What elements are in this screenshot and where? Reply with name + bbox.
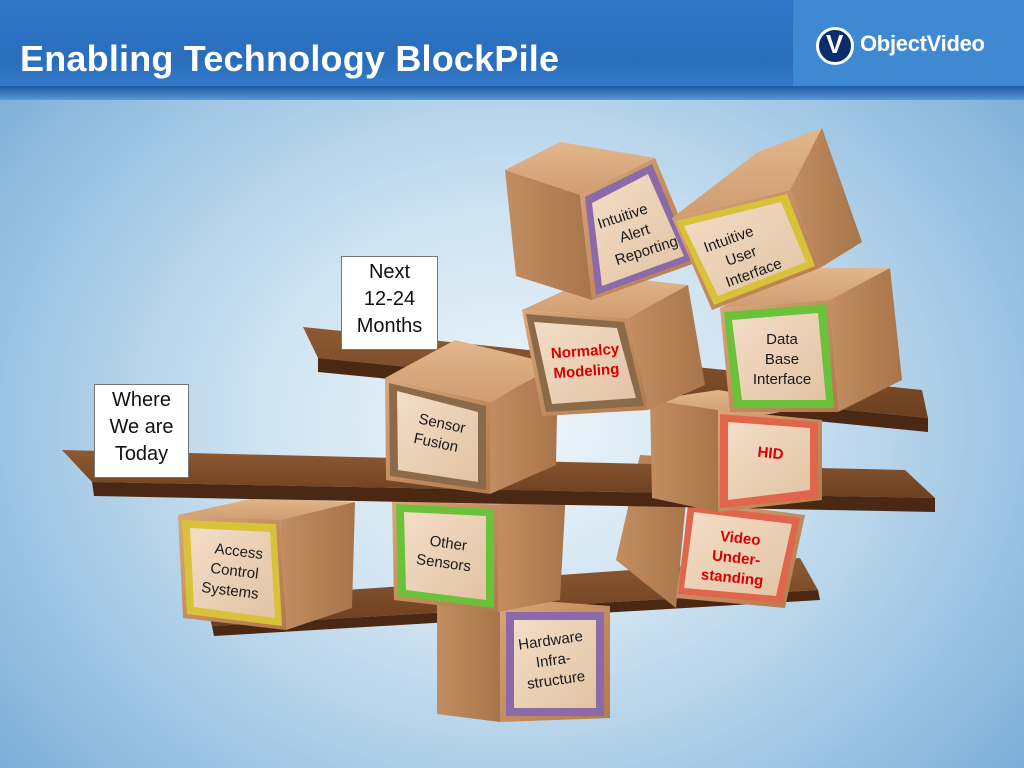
block-hardware-infrastructure: Hardware Infra- structure (437, 598, 610, 722)
block-label-hardware-2: Infra- (535, 650, 572, 672)
block-intuitive-alert-reporting: Intuitive Alert Reporting (505, 142, 698, 300)
objectvideo-v-icon: V (816, 27, 854, 65)
block-label-normalcy-2: Modeling (553, 361, 620, 383)
block-normalcy-modeling: Normalcy Modeling (522, 275, 705, 416)
block-data-base-interface: Data Base Interface (720, 268, 902, 412)
block-hid: HID (650, 390, 822, 512)
label-next-12-24-months: Next 12-24 Months (341, 256, 438, 350)
block-label-normalcy-1: Normalcy (550, 341, 620, 363)
block-label-video-3: standing (700, 566, 764, 589)
block-label-access-3: Systems (200, 579, 259, 603)
slide-title: Enabling Technology BlockPile (20, 38, 560, 79)
block-label-access-2: Control (209, 560, 259, 583)
block-sensor-fusion: Sensor Fusion (385, 340, 558, 494)
next-line-2: 12-24 (363, 288, 416, 310)
block-label-access-1: Access (214, 540, 264, 563)
label-where-we-are-today: Where We are Today (94, 384, 189, 478)
logo-text: ObjectVideo (860, 31, 985, 56)
block-intuitive-user-interface: Intuitive User Interface (672, 128, 862, 310)
today-line-2: We are (109, 416, 174, 438)
today-line-1: Where (112, 389, 171, 411)
next-line-3: Months (356, 315, 423, 337)
block-label-other-1: Other (429, 533, 469, 555)
block-label-database-3: Interface (753, 371, 811, 388)
block-other-sensors: Other Sensors (392, 485, 566, 612)
block-label-database-2: Base (765, 351, 799, 368)
title-underline-band (0, 86, 1024, 100)
block-label-database-1: Data (766, 331, 798, 348)
block-label-hid: HID (757, 444, 785, 464)
block-label-video-2: Under- (711, 547, 761, 569)
next-line-1: Next (368, 261, 411, 283)
today-line-3: Today (114, 443, 169, 465)
block-access-control-systems: Access Control Systems (178, 498, 355, 630)
block-label-video-1: Video (719, 528, 761, 549)
